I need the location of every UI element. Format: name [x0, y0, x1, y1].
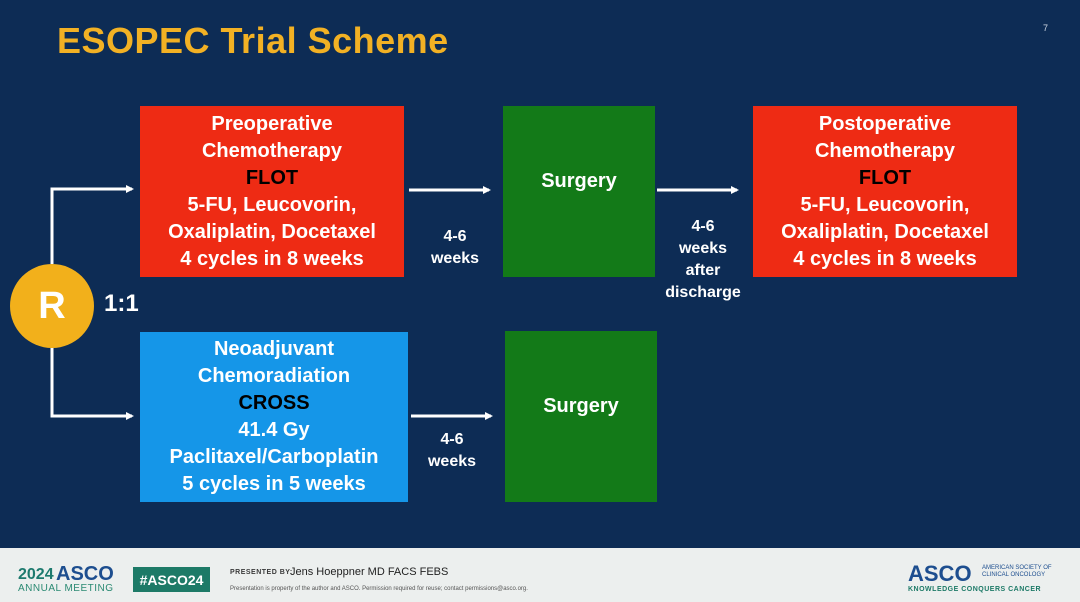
postop-line4: 5-FU, Leucovorin, [800, 193, 970, 216]
neoadj-regimen: CROSS [238, 392, 310, 414]
postop-line2: Chemotherapy [814, 139, 956, 162]
footer-asco-logo: ASCO [908, 561, 972, 586]
neoadj-line1: Neoadjuvant [213, 338, 335, 360]
interval-after-line3: after [685, 262, 721, 279]
preop-chemotherapy-box: Preoperative Chemotherapy FLOT 5-FU, Leu… [140, 106, 404, 277]
interval-after-line1: 4-6 [691, 218, 715, 235]
interval-label-top: 4-6 weeks [420, 226, 490, 270]
preop-line5: Oxaliplatin, Docetaxel [168, 220, 376, 243]
footer-copyright-note: Presentation is property of the author a… [230, 586, 528, 592]
footer-society-line2: CLINICAL ONCOLOGY [982, 572, 1046, 578]
footer-hashtag-badge: #ASCO24 [133, 567, 210, 592]
page-number: 7 [1043, 23, 1049, 33]
interval-bottom-line1: 4-6 [440, 431, 464, 448]
randomization-circle: R [10, 264, 94, 348]
slide: ESOPEC Trial Scheme 7 Preoperative Chemo… [10, 20, 1049, 502]
flow-arrows [50, 185, 739, 420]
branch-arrow-top [50, 185, 134, 264]
preop-regimen: FLOT [245, 166, 299, 189]
footer-presented-by: PRESENTED BY: [230, 569, 293, 576]
preop-line6: 4 cycles in 8 weeks [180, 247, 364, 270]
neoadj-line4: 41.4 Gy [238, 419, 310, 441]
surgery-box-bottom: Surgery [505, 331, 657, 502]
interval-after-line4: discharge [665, 284, 741, 301]
preop-line4: 5-FU, Leucovorin, [187, 193, 357, 216]
footer-year: 2024 [18, 566, 54, 583]
preop-line1: Preoperative [211, 112, 333, 135]
footer-meeting: ANNUAL MEETING [18, 583, 114, 594]
neoadj-line6: 5 cycles in 5 weeks [182, 473, 366, 495]
postop-chemotherapy-box: Postoperative Chemotherapy FLOT 5-FU, Le… [753, 106, 1017, 277]
interval-bottom-line2: weeks [427, 453, 477, 470]
postop-line1: Postoperative [818, 112, 952, 135]
surgery-bottom-label: Surgery [543, 395, 619, 417]
postop-line6: 4 cycles in 8 weeks [793, 247, 977, 270]
interval-top-line2: weeks [430, 250, 480, 267]
branch-arrow-bottom [50, 348, 134, 420]
interval-top-line1: 4-6 [443, 228, 467, 245]
interval-label-after-surgery: 4-6 weeks after discharge [655, 216, 751, 304]
interval-after-line2: weeks [678, 240, 728, 257]
randomization-ratio: 1:1 [104, 290, 139, 317]
footer-tagline: KNOWLEDGE CONQUERS CANCER [908, 586, 1042, 593]
slide-title: ESOPEC Trial Scheme [57, 20, 449, 61]
neoadj-line2: Chemoradiation [197, 365, 351, 387]
interval-label-bottom: 4-6 weeks [417, 429, 487, 473]
footer-presenter: Jens Hoeppner MD FACS FEBS [290, 566, 449, 578]
postop-line5: Oxaliplatin, Docetaxel [781, 220, 989, 243]
footer-society-name: AMERICAN SOCIETY OF CLINICAL ONCOLOGY [982, 565, 1052, 579]
postop-regimen: FLOT [858, 166, 912, 189]
neoadj-line5: Paclitaxel/Carboplatin [169, 446, 379, 468]
footer-asco-wordmark: ASCO [56, 563, 114, 585]
surgery-top-label: Surgery [541, 170, 617, 192]
neoadjuvant-chemoradiation-box: Neoadjuvant Chemoradiation CROSS 41.4 Gy… [140, 332, 408, 502]
footer-society-line1: AMERICAN SOCIETY OF [982, 565, 1052, 571]
preop-line2: Chemotherapy [201, 139, 343, 162]
surgery-box-top: Surgery [503, 106, 655, 277]
